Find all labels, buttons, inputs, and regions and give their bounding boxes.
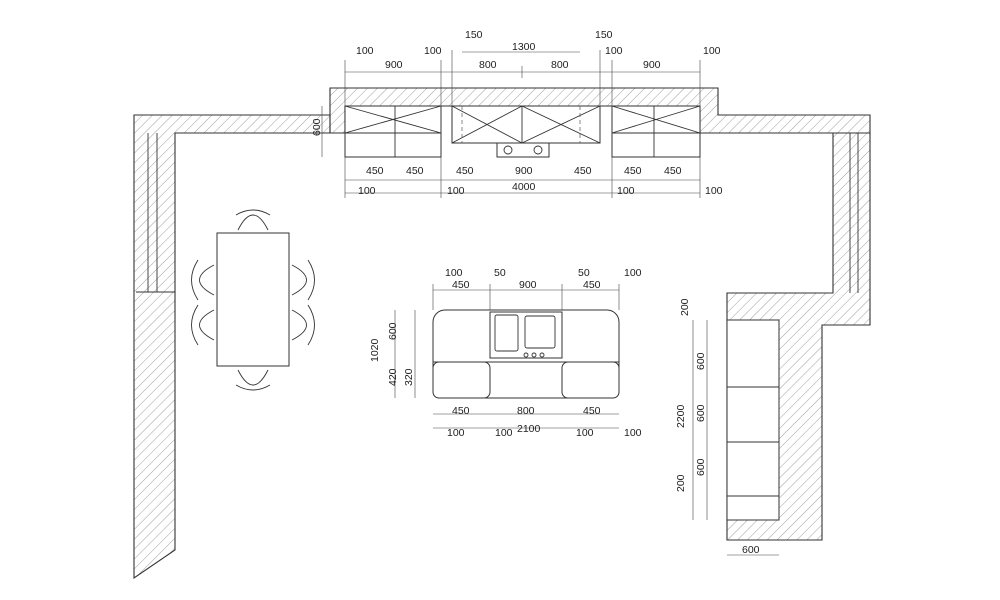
dim-top-3: 150	[465, 29, 483, 41]
dim-island-900: 900	[519, 279, 537, 291]
upper-cabinet-center	[451, 105, 601, 144]
dim-island-100a: 100	[445, 267, 463, 279]
upper-cabinet-right	[611, 105, 701, 158]
dim-island-50b: 50	[578, 267, 590, 279]
dim-top-1: 100	[356, 45, 374, 57]
dining-table	[216, 232, 290, 367]
dim-top-900b: 900	[643, 59, 661, 71]
dining-table-set	[191, 209, 315, 391]
dim-below-450b: 450	[406, 165, 424, 177]
dim-below-450c: 450	[456, 165, 474, 177]
dim-top-900a: 900	[385, 59, 403, 71]
dim-top-800b: 800	[551, 59, 569, 71]
dim-island-bottom-100d: 100	[624, 427, 642, 439]
top-run-dimensions	[321, 50, 701, 198]
dim-top-800a: 800	[479, 59, 497, 71]
dim-island-50a: 50	[494, 267, 506, 279]
dim-island-bottom-100a: 100	[447, 427, 465, 439]
dim-island-450a: 450	[452, 279, 470, 291]
dim-top-4: 1300	[512, 41, 536, 53]
dim-below2-4000: 4000	[512, 181, 536, 193]
dim-below2-100d: 100	[705, 185, 723, 197]
dim-right-200b: 200	[675, 474, 687, 492]
kitchen-island	[432, 309, 620, 399]
dim-below-450d: 450	[574, 165, 592, 177]
top-run-dim-labels: 100 100 150 1300 150 100 100 900 800 800…	[311, 29, 723, 197]
dim-below-900: 900	[515, 165, 533, 177]
dim-right-600c: 600	[695, 458, 707, 476]
dim-below-450a: 450	[366, 165, 384, 177]
island-dimensions: 100 50 900 50 100 450 450 1020 600 420 3…	[369, 267, 642, 439]
dim-right-200a: 200	[679, 298, 691, 316]
dim-island-320: 320	[403, 368, 415, 386]
upper-cabinet-left	[344, 105, 442, 158]
dim-top-6: 100	[605, 45, 623, 57]
dim-island-bottom-2100: 2100	[517, 423, 541, 435]
dim-below2-100c: 100	[617, 185, 635, 197]
dim-island-bottom-100b: 100	[495, 427, 513, 439]
island-sink	[489, 311, 563, 359]
dim-top-2: 100	[424, 45, 442, 57]
dim-island-bottom-450a: 450	[452, 405, 470, 417]
chairs	[191, 209, 315, 391]
dim-top-5: 150	[595, 29, 613, 41]
dim-right-600a: 600	[695, 352, 707, 370]
dim-island-450b: 450	[583, 279, 601, 291]
dim-top-7: 100	[703, 45, 721, 57]
dim-right-bottom: 600	[742, 544, 760, 556]
dim-island-bottom-450b: 450	[583, 405, 601, 417]
dim-below-450f: 450	[664, 165, 682, 177]
dim-top-depth: 600	[311, 118, 323, 136]
dim-island-bottom-100c: 100	[576, 427, 594, 439]
top-kitchen-run	[344, 105, 701, 158]
right-cabinets	[726, 319, 780, 521]
dim-right-600b: 600	[695, 404, 707, 422]
dim-below2-100a: 100	[358, 185, 376, 197]
dim-below-450e: 450	[624, 165, 642, 177]
dim-island-420: 420	[387, 368, 399, 386]
dim-island-100b: 100	[624, 267, 642, 279]
dim-island-1020: 1020	[369, 338, 381, 362]
dim-island-600: 600	[387, 322, 399, 340]
cooktop	[496, 142, 550, 158]
dim-below2-100b: 100	[447, 185, 465, 197]
dim-island-bottom-800: 800	[517, 405, 535, 417]
right-kitchen-run: 200 600 2200 600 600 200 600	[675, 298, 780, 556]
dim-right-2200: 2200	[675, 404, 687, 428]
